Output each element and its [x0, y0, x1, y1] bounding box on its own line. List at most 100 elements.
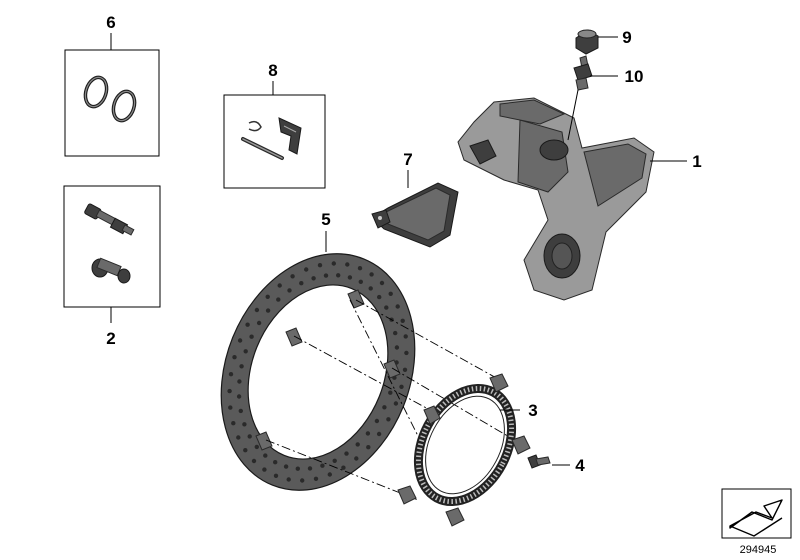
disc-hole — [232, 355, 237, 360]
disc-hole — [295, 466, 300, 471]
disc-hole — [399, 384, 404, 389]
disc-hole — [273, 473, 279, 478]
disc-hole — [366, 445, 371, 450]
disc-hole — [313, 476, 319, 481]
disc-hole — [388, 390, 393, 395]
disc-hole — [265, 294, 270, 299]
part-1-brake-caliper: 1 — [457, 97, 702, 301]
part-label-8[interactable]: 8 — [268, 61, 277, 80]
disc-hole — [247, 434, 252, 439]
disc-hole — [254, 307, 260, 313]
assembly-guide-lines — [265, 299, 529, 501]
disc-hole — [277, 283, 282, 288]
disc-hole — [317, 263, 323, 268]
part-7-brake-pads: 7 — [371, 150, 459, 248]
part-label-4[interactable]: 4 — [575, 456, 585, 475]
part-9-bleeder-cap: 9 — [575, 28, 632, 55]
disc-hole — [331, 261, 336, 266]
o-rings-illustration — [83, 75, 137, 123]
disc-hole — [403, 334, 408, 339]
nav-arrow-box — [721, 488, 792, 539]
disc-hole — [327, 472, 332, 477]
disc-hole — [287, 288, 292, 293]
disc-hole — [237, 379, 242, 384]
banjo-bolt-illustration — [91, 257, 131, 284]
disc-hole — [365, 431, 371, 436]
disc-hole — [254, 444, 259, 450]
disc-hole — [323, 273, 329, 278]
disc-hole — [283, 464, 289, 469]
disc-hole — [388, 291, 393, 296]
part-10-bleeder-valve: 10 — [567, 55, 644, 141]
disc-hole — [239, 364, 244, 369]
disc-hole — [245, 322, 250, 327]
disc-hole — [394, 345, 400, 350]
disc-hole — [242, 422, 247, 427]
part-label-2[interactable]: 2 — [106, 329, 115, 348]
disc-hole — [236, 394, 242, 399]
retaining-pin-illustration — [241, 120, 284, 160]
disc-hole — [354, 456, 359, 461]
disc-hole — [377, 294, 382, 300]
disc-hole — [249, 334, 254, 339]
part-label-1[interactable]: 1 — [692, 152, 701, 171]
kit-box-2 — [63, 185, 161, 308]
bleeder-screw-illustration — [84, 203, 135, 236]
disc-hole — [251, 458, 257, 464]
fold-arrow-icon — [729, 499, 783, 537]
disc-hole — [341, 465, 346, 470]
disc-hole — [357, 266, 363, 271]
disc-hole — [227, 388, 232, 394]
part-label-5[interactable]: 5 — [321, 210, 330, 229]
disc-hole — [382, 405, 387, 410]
document-number: 294945 — [740, 544, 777, 556]
disc-hole — [347, 275, 353, 280]
disc-hole — [276, 297, 281, 302]
part-label-9[interactable]: 9 — [622, 28, 631, 47]
disc-hole — [311, 276, 316, 281]
disc-hole — [290, 274, 295, 279]
disc-hole — [386, 417, 391, 422]
disc-hole — [263, 453, 268, 458]
part-4-screw: 4 — [527, 454, 585, 475]
disc-hole — [304, 267, 309, 272]
part-3-abs-sensor-ring: 3 — [397, 373, 538, 527]
disc-hole — [369, 272, 374, 277]
disc-hole — [307, 466, 313, 471]
disc-hole — [228, 372, 234, 377]
disc-hole — [299, 281, 304, 286]
disc-hole — [345, 262, 350, 267]
part-group-8: 8 — [223, 61, 326, 189]
disc-hole — [379, 280, 385, 286]
part-label-6[interactable]: 6 — [106, 13, 115, 32]
disc-hole — [393, 330, 398, 336]
disc-hole — [402, 367, 408, 372]
disc-hole — [236, 435, 241, 440]
disc-hole — [395, 304, 400, 309]
disc-hole — [273, 460, 278, 465]
navigation-arrow-button[interactable] — [721, 488, 792, 539]
disc-hole — [237, 338, 243, 343]
part-label-3[interactable]: 3 — [528, 401, 537, 420]
disc-hole — [393, 401, 399, 406]
pad-spring-clip-illustration — [278, 117, 302, 155]
disc-hole — [368, 286, 373, 291]
disc-hole — [243, 349, 248, 354]
disc-hole — [231, 421, 236, 426]
disc-hole — [358, 279, 363, 284]
kit-box-6 — [64, 49, 160, 157]
disc-hole — [344, 451, 349, 456]
disc-hole — [265, 308, 271, 313]
disc-vent-holes — [227, 261, 409, 483]
disc-hole — [238, 408, 243, 414]
part-label-10[interactable]: 10 — [625, 67, 644, 86]
disc-hole — [384, 305, 389, 310]
disc-hole — [320, 463, 325, 468]
part-label-7[interactable]: 7 — [403, 150, 412, 169]
disc-hole — [286, 477, 291, 482]
disc-hole — [228, 405, 233, 410]
part-group-2: 2 — [63, 185, 161, 348]
disc-hole — [332, 458, 337, 463]
disc-hole — [355, 442, 360, 447]
